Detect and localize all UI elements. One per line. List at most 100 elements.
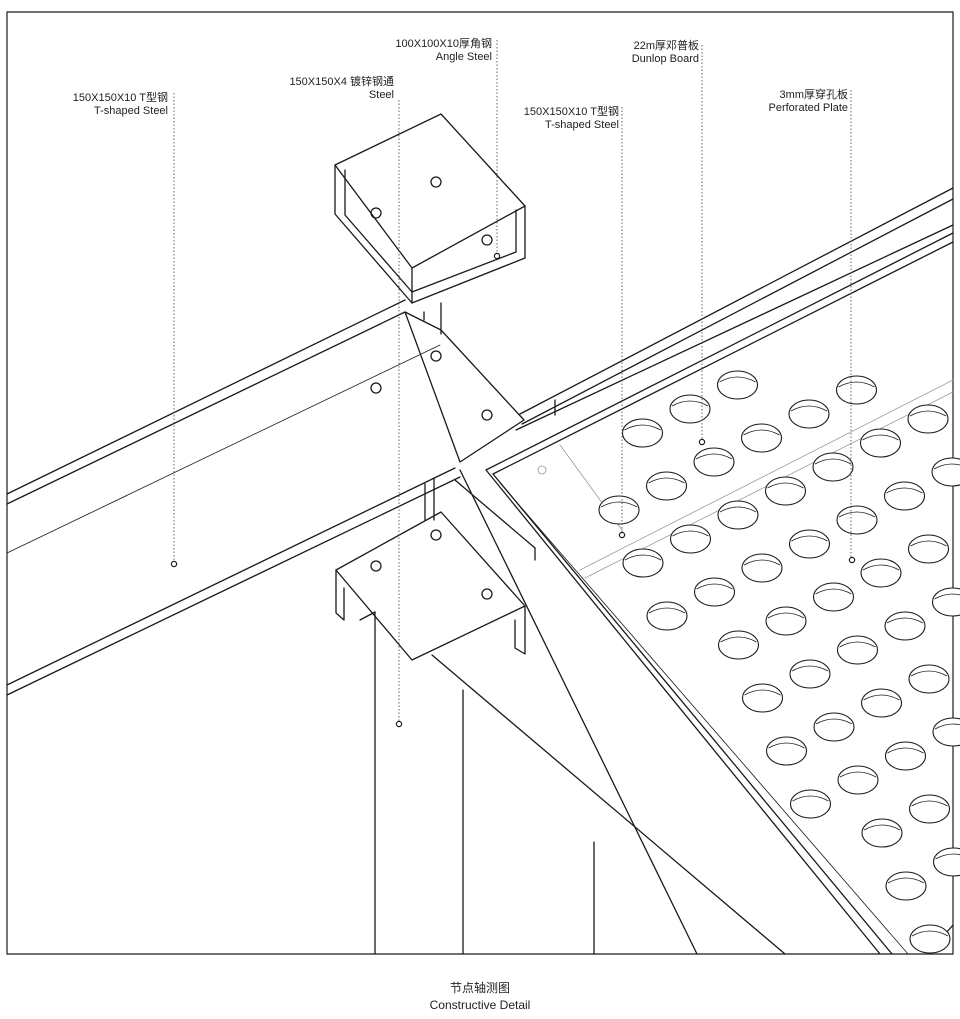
label-zh: 150X150X10 T型钢 [523, 106, 619, 118]
perforation-hole [860, 688, 903, 718]
perforation-hole-inner [910, 540, 947, 547]
perforation-hole-inner [719, 376, 756, 383]
perforation-hole [669, 394, 711, 424]
deck-thin-lines [537, 379, 954, 579]
perforation-hole [621, 418, 664, 448]
perforation-hole-inner [887, 877, 925, 884]
perforation-hole [883, 481, 926, 511]
t-shaped-steel-lower-beam [431, 469, 786, 955]
perforation-hole-inner [887, 747, 924, 754]
perforation-hole-inner [719, 506, 757, 513]
perforation-hole [788, 529, 831, 559]
perforation-hole [861, 818, 903, 848]
perforation-hole-inner [839, 641, 876, 648]
perforation-hole-inner [744, 689, 781, 696]
label-zh: 22m厚邓普板 [633, 40, 699, 52]
perforation-hole-inner [815, 718, 853, 725]
perforation-hole-inner [815, 588, 852, 595]
perforation-hole [669, 524, 712, 554]
perforation-hole-inner [886, 617, 924, 624]
perforation-hole [932, 717, 960, 747]
perforation-hole-inner [790, 405, 828, 412]
perforation-hole-inner [767, 482, 804, 489]
label-perforated-plate: 3mm厚穿孔板 Perforated Plate [769, 89, 849, 115]
perforation-hole [812, 452, 854, 482]
perforation-hole [908, 664, 950, 694]
label-dunlop-board: 22m厚邓普板 Dunlop Board [632, 40, 699, 66]
angle-steel-upper [334, 113, 526, 304]
perforation-hole-inner [743, 429, 780, 436]
perforation-hole-inner [767, 612, 805, 619]
perforation-hole [788, 399, 830, 429]
perforation-hole-inner [624, 424, 661, 431]
perforation-hole-inner [695, 453, 733, 460]
perforation-hole-inner [648, 477, 685, 484]
perforation-hole-inner [648, 607, 686, 614]
label-en: Angle Steel [435, 51, 492, 63]
label-zh: 3mm厚穿孔板 [779, 89, 848, 101]
perforation-hole [741, 683, 784, 713]
perforation-hole [622, 548, 664, 578]
deck-frame [485, 232, 954, 955]
perforation-hole [884, 741, 927, 771]
perforation-hole [717, 630, 760, 660]
label-angle-steel: 100X100X10厚角钢 Angle Steel [395, 38, 492, 64]
perforation-hole-inner [791, 665, 829, 672]
perforation-hole-inner [743, 559, 781, 566]
label-en: Steel [368, 89, 394, 101]
perforation-hole-inner [768, 742, 805, 749]
perforation-hole [836, 505, 878, 535]
perforation-hole [693, 447, 735, 477]
perforation-hole [741, 553, 783, 583]
perforation-hole [812, 582, 855, 612]
perforation-hole [907, 534, 950, 564]
perforation-hole [837, 765, 879, 795]
perforation-hole-inner [911, 930, 949, 937]
label-en: Dunlop Board [631, 53, 699, 65]
caption: 节点轴测图 Constructive Detail [0, 980, 960, 1014]
label-zh: 150X150X10 T型钢 [72, 92, 168, 104]
leader-dots [170, 252, 856, 728]
perforation-hole-inner [600, 501, 638, 508]
label-t-shaped-steel-left: 150X150X10 T型钢 T-shaped Steel [73, 92, 168, 118]
perforation-hole [646, 601, 688, 631]
perforation-hole [764, 476, 807, 506]
joint-plate [370, 302, 525, 521]
perforation-hole-inner [720, 636, 757, 643]
perforation-hole [645, 471, 688, 501]
perforation-hole-inner [934, 723, 960, 730]
leader-lines [173, 40, 852, 722]
perforation-hole [765, 606, 807, 636]
perforation-hole-inner [911, 800, 948, 807]
perforation-hole-inner [886, 487, 923, 494]
perforation-hole [813, 712, 855, 742]
t-shaped-steel-beam [6, 187, 954, 696]
perforation-hole [740, 423, 783, 453]
label-t-shaped-steel-right: 150X150X10 T型钢 T-shaped Steel [524, 106, 619, 132]
perforation-hole [859, 428, 902, 458]
perforation-hole [765, 736, 808, 766]
perforation-hole-inner [696, 583, 733, 590]
label-zh: 100X100X10厚角钢 [395, 38, 492, 50]
caption-zh: 节点轴测图 [449, 981, 510, 995]
perforation-hole [836, 635, 879, 665]
perforation-hole-inner [910, 670, 948, 677]
perforation-hole [908, 794, 951, 824]
perforation-hole-inner [671, 400, 709, 407]
label-zh: 150X150X4 镀锌钢通 [289, 76, 394, 88]
perforation-hole [598, 495, 640, 525]
perforation-hole [716, 370, 759, 400]
perforation-hole [860, 558, 902, 588]
perforation-hole-inner [838, 511, 876, 518]
perforation-hole-inner [672, 530, 709, 537]
perforation-hole [909, 924, 951, 954]
perforation-hole [884, 611, 926, 641]
perforation-hole-inner [909, 410, 947, 417]
perforation-hole-inner [814, 458, 852, 465]
perforation-hole-inner [935, 853, 960, 860]
perforation-hole [789, 789, 832, 819]
perforation-hole-inner [624, 554, 662, 561]
perforation-hole [907, 404, 949, 434]
galvanized-steel-post [359, 611, 595, 955]
